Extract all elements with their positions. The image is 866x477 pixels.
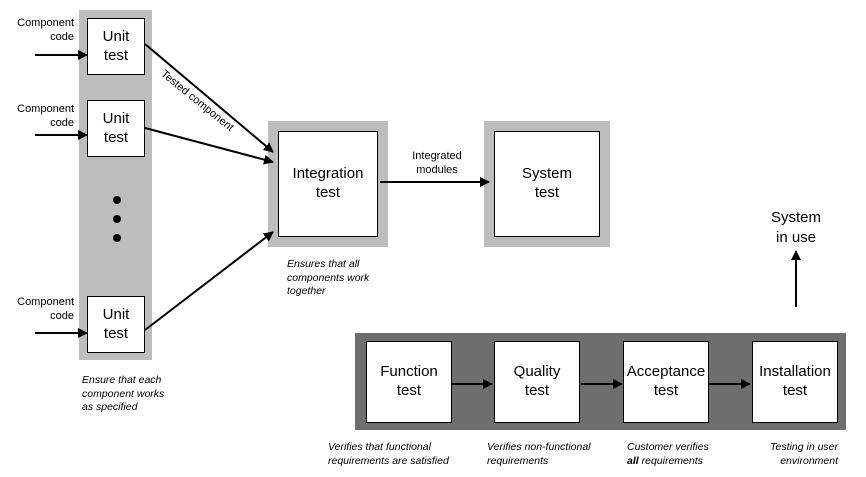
note-integration-test: Ensures that all components work togethe… [287,258,370,298]
unit-test-box-1: Unit test [87,18,145,75]
note-installation-test: Testing in user environment [770,441,838,467]
system-test-box: System test [494,131,600,237]
component-code-label-3: Component code [17,296,74,322]
function-test-box: Function test [366,341,452,423]
arrow-unit2-to-integration [144,127,274,165]
note-function-test: Verifies that functional requirements ar… [328,441,449,467]
arrow-unit3-to-integration [144,231,274,331]
installation-test-box: Installation test [752,341,838,423]
arrow-unit1-to-integration [144,43,274,153]
unit-test-box-3: Unit test [87,296,145,353]
system-in-use-label: System in use [770,209,821,246]
integrated-modules-label: Integrated modules [412,150,462,176]
note-unit-test: Ensure that each component works as spec… [82,374,165,414]
note-quality-test: Verifies non-functional requirements [487,441,591,467]
acceptance-test-box: Acceptance test [623,341,709,423]
component-code-label-2: Component code [17,103,74,129]
integration-test-box: Integration test [278,131,378,237]
ellipsis-dot-1 [113,196,121,204]
component-code-label-1: Component code [17,17,74,43]
unit-test-box-2: Unit test [87,100,145,157]
ellipsis-dot-2 [113,215,121,223]
ellipsis-dot-3 [113,234,121,242]
quality-test-box: Quality test [494,341,580,423]
note-acceptance-test: Customer verifies all requirements [627,441,709,467]
